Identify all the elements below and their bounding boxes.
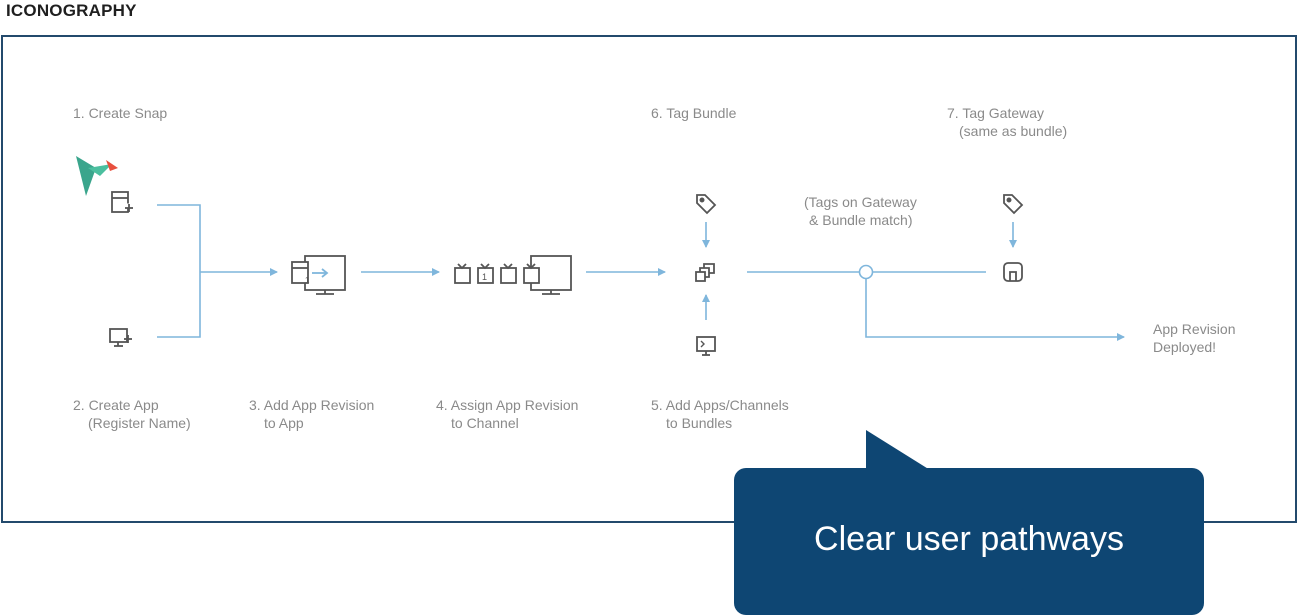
app-revision-monitor-icon: [291, 255, 346, 295]
diagram-frame: [1, 35, 1297, 523]
flow-connectors: [157, 204, 1125, 341]
channels-monitor-icon: [454, 255, 572, 295]
step2-label: 2. Create App (Register Name): [73, 397, 191, 431]
revision-number-mark: 1: [305, 276, 310, 285]
monitor-add-icon: [109, 328, 132, 347]
channel-number: 1: [482, 272, 487, 282]
step1-label: 1. Create Snap: [73, 105, 168, 121]
bundle-icon: [695, 263, 715, 282]
terminal-monitor-icon: [696, 336, 716, 356]
step4-label: 4. Assign App Revision to Channel: [436, 397, 579, 431]
app-add-icon: [111, 191, 134, 213]
section-title: ICONOGRAPHY: [6, 1, 137, 20]
callout-tail: [866, 430, 930, 470]
step6-label: 6. Tag Bundle: [651, 105, 737, 121]
tags-match-note: (Tags on Gateway & Bundle match): [804, 194, 917, 228]
deployed-note: App Revision Deployed!: [1153, 321, 1236, 355]
callout-box: Clear user pathways: [734, 468, 1204, 615]
step3-label: 3. Add App Revision to App: [249, 397, 375, 431]
match-node: [858, 264, 874, 280]
tag-icon: [696, 194, 717, 215]
step7-label: 7. Tag Gateway (same as bundle): [947, 105, 1068, 139]
step5-label: 5. Add Apps/Channels to Bundles: [651, 397, 789, 431]
arrow-to-deployed: [865, 279, 1125, 341]
callout-text: Clear user pathways: [814, 520, 1124, 558]
gateway-icon: [1003, 262, 1023, 282]
gateway-tag-icon: [1003, 194, 1024, 215]
connector-snap-bracket: [157, 204, 201, 338]
snap-bird-icon: [76, 156, 118, 196]
